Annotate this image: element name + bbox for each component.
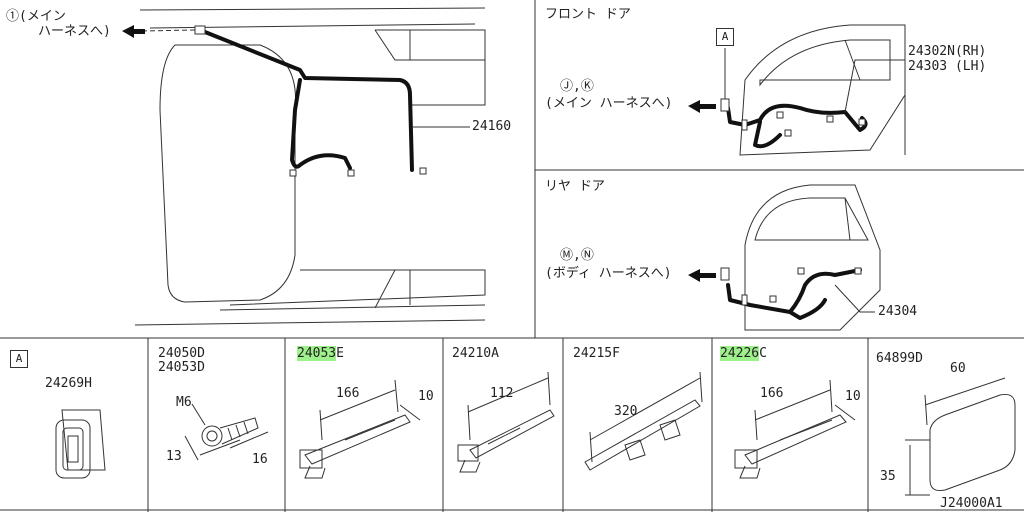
part-24210a-label: 24210A <box>452 346 499 361</box>
part-24303-label: 24303 (LH) <box>908 59 987 74</box>
cable-tie-24226c <box>734 379 856 479</box>
rear-door-title: リヤ ドア <box>545 179 605 194</box>
rear-door-mn-sub: (ボディ ハーネスへ) <box>545 266 672 281</box>
diagram-code: J24000A1 <box>940 496 1003 511</box>
rear-door-mn-label: Ⓜ,Ⓝ <box>560 248 594 263</box>
part-24226c-suffix: C <box>759 346 767 361</box>
dim-m6: M6 <box>176 395 192 410</box>
main-harness-24160 <box>198 28 414 172</box>
front-door-box-a: A <box>716 28 734 46</box>
dim-320: 320 <box>614 404 638 419</box>
dim-166-p3: 166 <box>336 386 360 401</box>
arrow-rear-door <box>688 269 716 282</box>
part-24269h-label: 24269H <box>45 376 92 391</box>
parts-box-a: A <box>10 350 28 368</box>
front-door-jk-sub: (メイン ハーネスへ) <box>545 96 673 111</box>
part-24160-label: 24160 <box>472 119 512 134</box>
main-connector-label: ①(メイン <box>6 9 66 24</box>
part-64899d-label: 64899D <box>876 351 923 366</box>
dim-112: 112 <box>490 386 514 401</box>
dim-35: 35 <box>880 469 896 484</box>
body-outline <box>134 7 486 326</box>
part-24304-label: 24304 <box>878 304 918 319</box>
main-harness-branch <box>290 78 352 170</box>
arrow-main <box>122 25 145 38</box>
bolt-24050d <box>184 403 269 461</box>
part-24053d-label: 24053D <box>158 360 205 375</box>
part-24053e-label: 24053E <box>297 346 344 361</box>
long-clip-24215f <box>584 371 703 471</box>
part-24302n-label: 24302N(RH) <box>908 44 987 59</box>
dim-16: 16 <box>252 452 268 467</box>
part-24226c-highlight: 24226 <box>720 346 760 361</box>
front-door-title: フロント ドア <box>545 7 631 22</box>
part-24053e-suffix: E <box>336 346 344 361</box>
part-24050d-label: 24050D <box>158 346 205 361</box>
main-connector-sub: ハーネスへ) <box>38 24 111 39</box>
dim-166-p6: 166 <box>760 386 784 401</box>
main-leader-dashed <box>141 29 196 32</box>
part-24053e-highlight: 24053 <box>297 346 337 361</box>
leader-24304 <box>834 284 875 313</box>
part-24215f-label: 24215F <box>573 346 620 361</box>
cable-tie-24210a <box>457 371 555 473</box>
dim-60: 60 <box>950 361 966 376</box>
front-door-outline <box>739 24 906 156</box>
dim-10-p3: 10 <box>418 389 434 404</box>
cable-tie-24053e <box>299 379 421 479</box>
rear-door-harness <box>726 268 862 320</box>
front-door-jk-label: Ⓙ,Ⓚ <box>560 79 594 94</box>
rear-door-outline <box>744 184 881 331</box>
dim-13: 13 <box>166 449 182 464</box>
leader-24302n <box>844 59 905 113</box>
pad-64899d <box>905 377 1016 496</box>
dim-10-p6: 10 <box>845 389 861 404</box>
part-24226c-label: 24226C <box>720 346 767 361</box>
grommet-24269h <box>55 409 106 479</box>
arrow-front-door <box>688 100 716 113</box>
